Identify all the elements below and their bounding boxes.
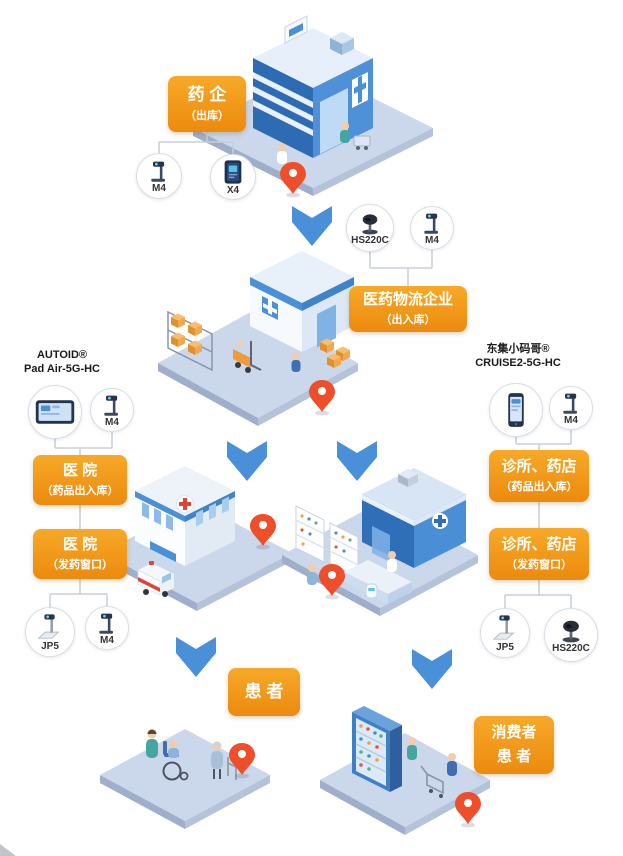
arrow-down-icon [292,206,332,246]
m4-stand-scanner-icon [424,213,438,234]
device-label: M4 [425,234,439,246]
warehouse-illustration [158,251,358,426]
node-hospital-dispense: 医 院 （发药窗口） [33,529,127,579]
m4-stand-scanner-icon [99,613,113,634]
node-clinic-stock: 诊所、药店 （药品出入库） [489,450,589,502]
arrow-down-icon [227,441,267,481]
node-clinic-dispense-subtitle: （发药窗口） [506,559,572,572]
hs220c-scanner-icon [562,620,580,642]
device-hospital-pad-air [28,385,82,439]
device-label: JP5 [41,640,59,652]
m4-stand-scanner-icon [151,161,165,182]
device-title-pad-air: AUTOID® Pad Air-5G-HC [6,348,118,377]
connector-lines [49,132,572,608]
device-pharma-x4: X4 [210,154,256,200]
node-clinic-stock-title: 诊所、药店 [501,457,577,475]
factory-illustration [193,15,433,196]
node-consumer: 消费者 患 者 [474,716,554,774]
location-pin-icon [319,564,345,600]
node-hospital-stock-subtitle: （药品出入库） [41,485,119,498]
pharmacy-illustration [282,468,478,616]
device-pharma-m4: M4 [136,153,182,199]
arrow-down-icon [337,441,377,481]
pad-air-tablet-icon [35,399,75,424]
node-patient: 患 者 [228,668,300,716]
corner-artifact [0,844,16,856]
patients-illustration [100,729,270,829]
node-logistics-subtitle: （出入库） [380,314,436,327]
device-title-cruise2-line1: 东集小码哥® [486,343,550,355]
node-hospital-stock-title: 医 院 [62,461,98,479]
cruise2-handheld-icon [508,392,524,427]
device-clinic-m4: M4 [549,386,593,430]
location-pin-icon [229,743,255,779]
node-logistics: 医药物流企业 （出入库） [349,286,467,332]
node-pharma-subtitle: （出库） [185,110,229,123]
device-logistics-hs220c: HS220C [346,204,394,252]
device-title-pad-air-line2: Pad Air-5G-HC [24,363,100,376]
node-consumer-subtitle: 患 者 [496,747,532,765]
device-hospital-m4: M4 [90,388,134,432]
device-hospital-jp5: JP5 [25,607,75,657]
m4-stand-scanner-icon [104,395,118,416]
device-label: M4 [105,416,119,428]
node-clinic-stock-subtitle: （药品出入库） [500,481,578,494]
node-patient-title: 患 者 [244,682,284,702]
device-title-cruise2: 东集小码哥® CRUISE2-5G-HC [462,342,574,371]
node-consumer-title: 消费者 [491,724,537,742]
device-clinic-jp5: JP5 [480,608,530,658]
device-label: X4 [226,184,240,196]
node-pharma-title: 药 企 [187,84,227,104]
node-hospital-dispense-title: 医 院 [62,535,98,553]
node-clinic-dispense-title: 诊所、药店 [501,535,577,553]
device-clinic-cruise2 [489,383,543,437]
device-label: M4 [100,634,114,646]
device-label: M4 [152,182,166,194]
jp5-stand-scanner-icon [37,613,60,639]
location-pin-icon [309,380,335,416]
x4-terminal-icon [224,159,242,184]
device-title-cruise2-line2: CRUISE2-5G-HC [475,357,561,370]
device-label: M4 [564,414,578,426]
node-hospital-stock: 医 院 （药品出入库） [33,455,127,505]
location-pin-icon [250,514,276,550]
device-logistics-m4: M4 [410,206,454,250]
jp5-stand-scanner-icon [492,614,515,640]
node-clinic-dispense: 诊所、药店 （发药窗口） [489,528,589,580]
device-label: HS220C [351,234,389,246]
flow-arrows [176,206,452,689]
device-clinic-hs220c: HS220C [544,608,598,662]
location-pin-icon [455,792,481,828]
device-label: HS220C [552,642,590,654]
device-label: JP5 [496,641,514,653]
device-title-pad-air-line1: AUTOID® [36,349,88,361]
device-hospital-m4-b: M4 [85,606,129,650]
hs220c-scanner-icon [362,213,378,234]
arrow-down-icon [412,649,452,689]
arrow-down-icon [176,637,216,677]
m4-stand-scanner-icon [563,393,577,414]
node-logistics-title: 医药物流企业 [362,290,453,308]
location-pin-icon [280,162,306,198]
node-hospital-dispense-subtitle: （发药窗口） [47,559,113,572]
node-pharma: 药 企 （出库） [168,76,246,132]
